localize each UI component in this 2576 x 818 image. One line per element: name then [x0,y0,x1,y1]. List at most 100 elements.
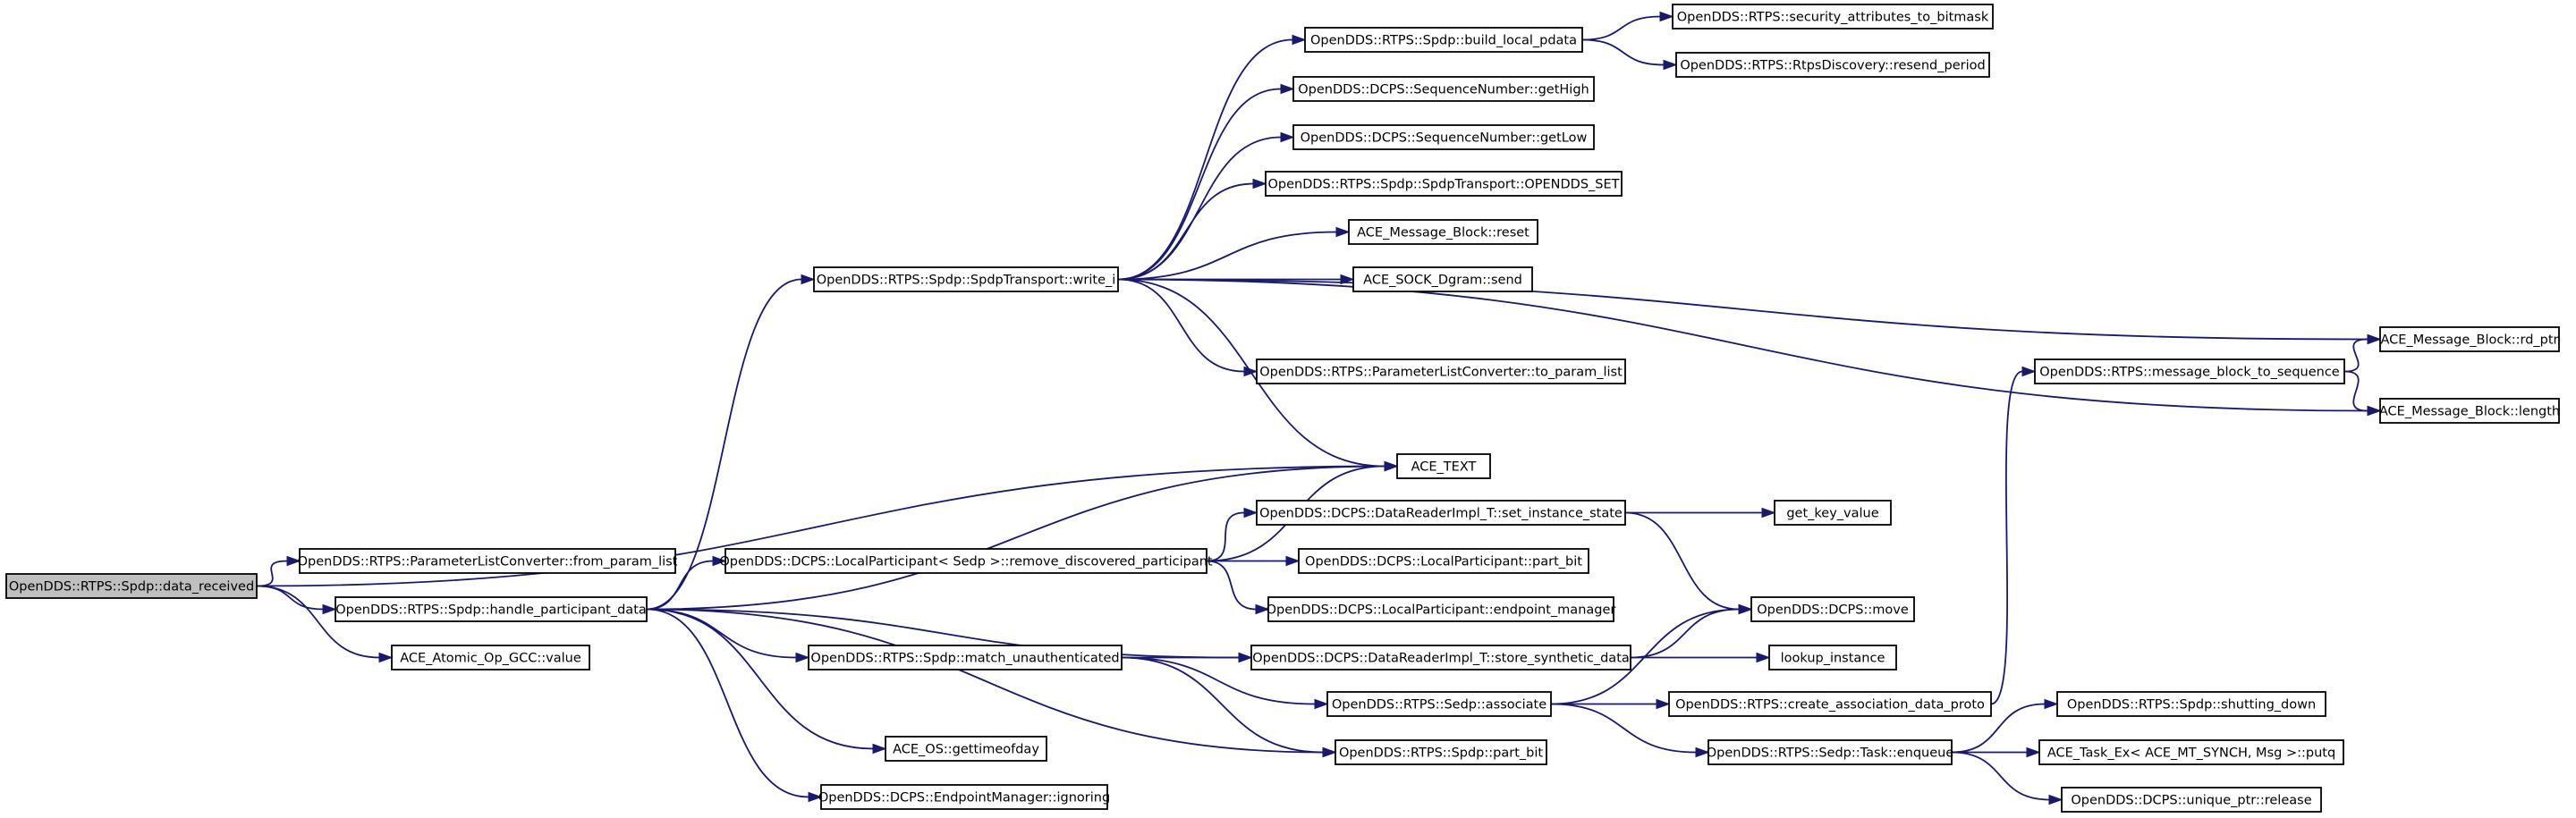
node-to-param-list[interactable]: OpenDDS::RTPS::ParameterListConverter::t… [1256,358,1626,384]
node-ace-text[interactable]: ACE_TEXT [1396,453,1491,479]
node-box [808,645,1123,670]
node-box [2056,691,2326,717]
node-box [1335,739,1547,765]
node-label: OpenDDS::DCPS::LocalParticipant< Sedp >:… [719,555,1213,569]
node-mb-reset[interactable]: ACE_Message_Block::reset [1348,219,1538,245]
node-opendds-set[interactable]: OpenDDS::RTPS::Spdp::SpdpTransport::OPEN… [1265,171,1623,197]
arrowhead [1243,507,1258,519]
node-unique-release[interactable]: OpenDDS::DCPS::unique_ptr::release [2061,787,2322,813]
node-label: OpenDDS::RTPS::ParameterListConverter::f… [298,555,678,569]
node-box [1768,645,1897,670]
node-box [1292,124,1595,150]
node-mb-to-seq[interactable]: OpenDDS::RTPS::message_block_to_sequence [2034,358,2345,384]
node-create-assoc[interactable]: OpenDDS::RTPS::create_association_data_p… [1668,691,1992,717]
arrowhead [2367,405,2382,417]
node-mb-rd-ptr[interactable]: ACE_Message_Block::rd_ptr [2379,326,2560,352]
edge-sedp-associate-to-task-enqueue [1550,703,1697,754]
node-resend-period[interactable]: OpenDDS::RTPS::RtpsDiscovery::resend_per… [1675,52,1990,78]
arrowhead [322,603,337,615]
node-get-low[interactable]: OpenDDS::DCPS::SequenceNumber::getLow [1292,124,1595,150]
node-label: OpenDDS::DCPS::unique_ptr::release [2071,794,2311,808]
arrowhead [808,791,823,803]
node-task-enqueue[interactable]: OpenDDS::RTPS::Sedp::Task::enqueue [1707,739,1954,765]
arrowhead [2048,794,2063,805]
arrowhead [286,555,301,567]
node-data-received[interactable]: OpenDDS::RTPS::Spdp::data_received [5,573,258,599]
edge-task-enqueue-to-shutting-down [1951,703,2046,754]
arrowhead [1663,59,1678,71]
arrowhead [1384,460,1399,472]
edge-handle-participant-data-to-store-synthetic [646,608,1240,659]
node-label: OpenDDS::DCPS::SequenceNumber::getHigh [1298,83,1589,97]
arrowhead [1761,507,1776,519]
node-get-key-value[interactable]: get_key_value [1774,500,1892,526]
node-task-putq[interactable]: ACE_Task_Ex< ACE_MT_SYNCH, Msg >::putq [2038,739,2344,765]
node-security-attr[interactable]: OpenDDS::RTPS::security_attributes_to_bi… [1672,4,1994,30]
arrowhead [1756,652,1771,663]
node-box [1326,691,1552,717]
edge-match-unauth-to-spdp-part-bit [1121,656,1324,754]
node-box [1292,76,1595,102]
node-box [1250,645,1631,670]
edge-write-i-to-to-param-list [1117,278,1245,373]
edge-write-i-to-mb-reset [1117,231,1337,281]
node-label: OpenDDS::DCPS::DataReaderImpl_T::set_ins… [1259,507,1623,521]
edge-mb-to-seq-to-mb-rd-ptr [2343,338,2368,373]
node-box [2034,358,2345,384]
node-store-synthetic[interactable]: OpenDDS::DCPS::DataReaderImpl_T::store_s… [1250,645,1631,670]
node-set-instance-state[interactable]: OpenDDS::DCPS::DataReaderImpl_T::set_ins… [1256,500,1626,526]
node-label: OpenDDS::DCPS::DataReaderImpl_T::store_s… [1252,652,1630,666]
node-sock-send[interactable]: ACE_SOCK_Dgram::send [1352,266,1533,292]
edge-handle-participant-data-to-ace-text [646,465,1385,611]
edge-write-i-to-opendds-set [1117,182,1254,281]
node-box [1750,596,1915,622]
node-remove-discovered[interactable]: OpenDDS::DCPS::LocalParticipant< Sedp >:… [719,548,1213,574]
node-endpoint-manager[interactable]: OpenDDS::DCPS::LocalParticipant::endpoin… [1267,596,1616,622]
edge-handle-participant-data-to-remove-discovered [646,560,714,611]
node-from-param-list[interactable]: OpenDDS::RTPS::ParameterListConverter::f… [298,548,678,574]
arrowhead [2367,333,2382,345]
node-spdp-part-bit[interactable]: OpenDDS::RTPS::Spdp::part_bit [1335,739,1547,765]
node-label: OpenDDS::RTPS::message_block_to_sequence [2039,366,2340,380]
arrowhead [795,652,810,663]
arrowhead [1238,652,1253,663]
node-lp-part-bit[interactable]: OpenDDS::DCPS::LocalParticipant::part_bi… [1298,548,1589,574]
node-box [2061,787,2322,813]
arrowhead [1335,226,1351,238]
node-box [820,784,1108,810]
node-label: ACE_Message_Block::length [2379,405,2560,419]
node-match-unauth[interactable]: OpenDDS::RTPS::Spdp::match_unauthenticat… [808,645,1123,670]
node-dcps-move[interactable]: OpenDDS::DCPS::move [1750,596,1915,622]
edge-mb-to-seq-to-mb-length [2343,370,2368,412]
arrowhead [1252,178,1267,190]
node-build-local-pdata[interactable]: OpenDDS::RTPS::Spdp::build_local_pdata [1304,27,1583,53]
node-box [335,596,648,622]
node-handle-participant-data[interactable]: OpenDDS::RTPS::Spdp::handle_participant_… [335,596,648,622]
node-label: ACE_OS::gettimeofday [893,743,1039,757]
node-lookup-instance[interactable]: lookup_instance [1768,645,1897,670]
node-box [1396,453,1491,479]
node-box [885,736,1047,762]
node-get-high[interactable]: OpenDDS::DCPS::SequenceNumber::getHigh [1292,76,1595,102]
node-label: OpenDDS::RTPS::Spdp::data_received [9,580,254,595]
node-box [5,573,258,599]
node-sedp-associate[interactable]: OpenDDS::RTPS::Sedp::associate [1326,691,1552,717]
node-write-i[interactable]: OpenDDS::RTPS::Spdp::SpdpTransport::writ… [813,266,1119,292]
node-label: OpenDDS::RTPS::Spdp::handle_participant_… [335,603,647,618]
node-shutting-down[interactable]: OpenDDS::RTPS::Spdp::shutting_down [2056,691,2326,717]
node-label: OpenDDS::RTPS::ParameterListConverter::t… [1259,366,1623,380]
edge-data-received-to-ace-text [256,465,1385,587]
arrowhead [1656,698,1671,710]
node-em-ignoring[interactable]: OpenDDS::DCPS::EndpointManager::ignoring [818,784,1110,810]
node-label: ACE_TEXT [1411,460,1477,475]
edge-write-i-to-mb-rd-ptr [1117,278,2368,341]
node-mb-length[interactable]: ACE_Message_Block::length [2379,398,2560,424]
node-label: OpenDDS::RTPS::Spdp::match_unauthenticat… [810,652,1119,666]
arrowhead [1280,83,1295,95]
node-label: ACE_Atomic_Op_GCC::value [400,652,581,666]
node-atomic-value[interactable]: ACE_Atomic_Op_GCC::value [391,645,590,670]
node-label: OpenDDS::RTPS::Spdp::build_local_pdata [1310,34,1577,48]
node-gettimeofday[interactable]: ACE_OS::gettimeofday [885,736,1047,762]
edge-handle-participant-data-to-spdp-part-bit [646,608,1324,754]
